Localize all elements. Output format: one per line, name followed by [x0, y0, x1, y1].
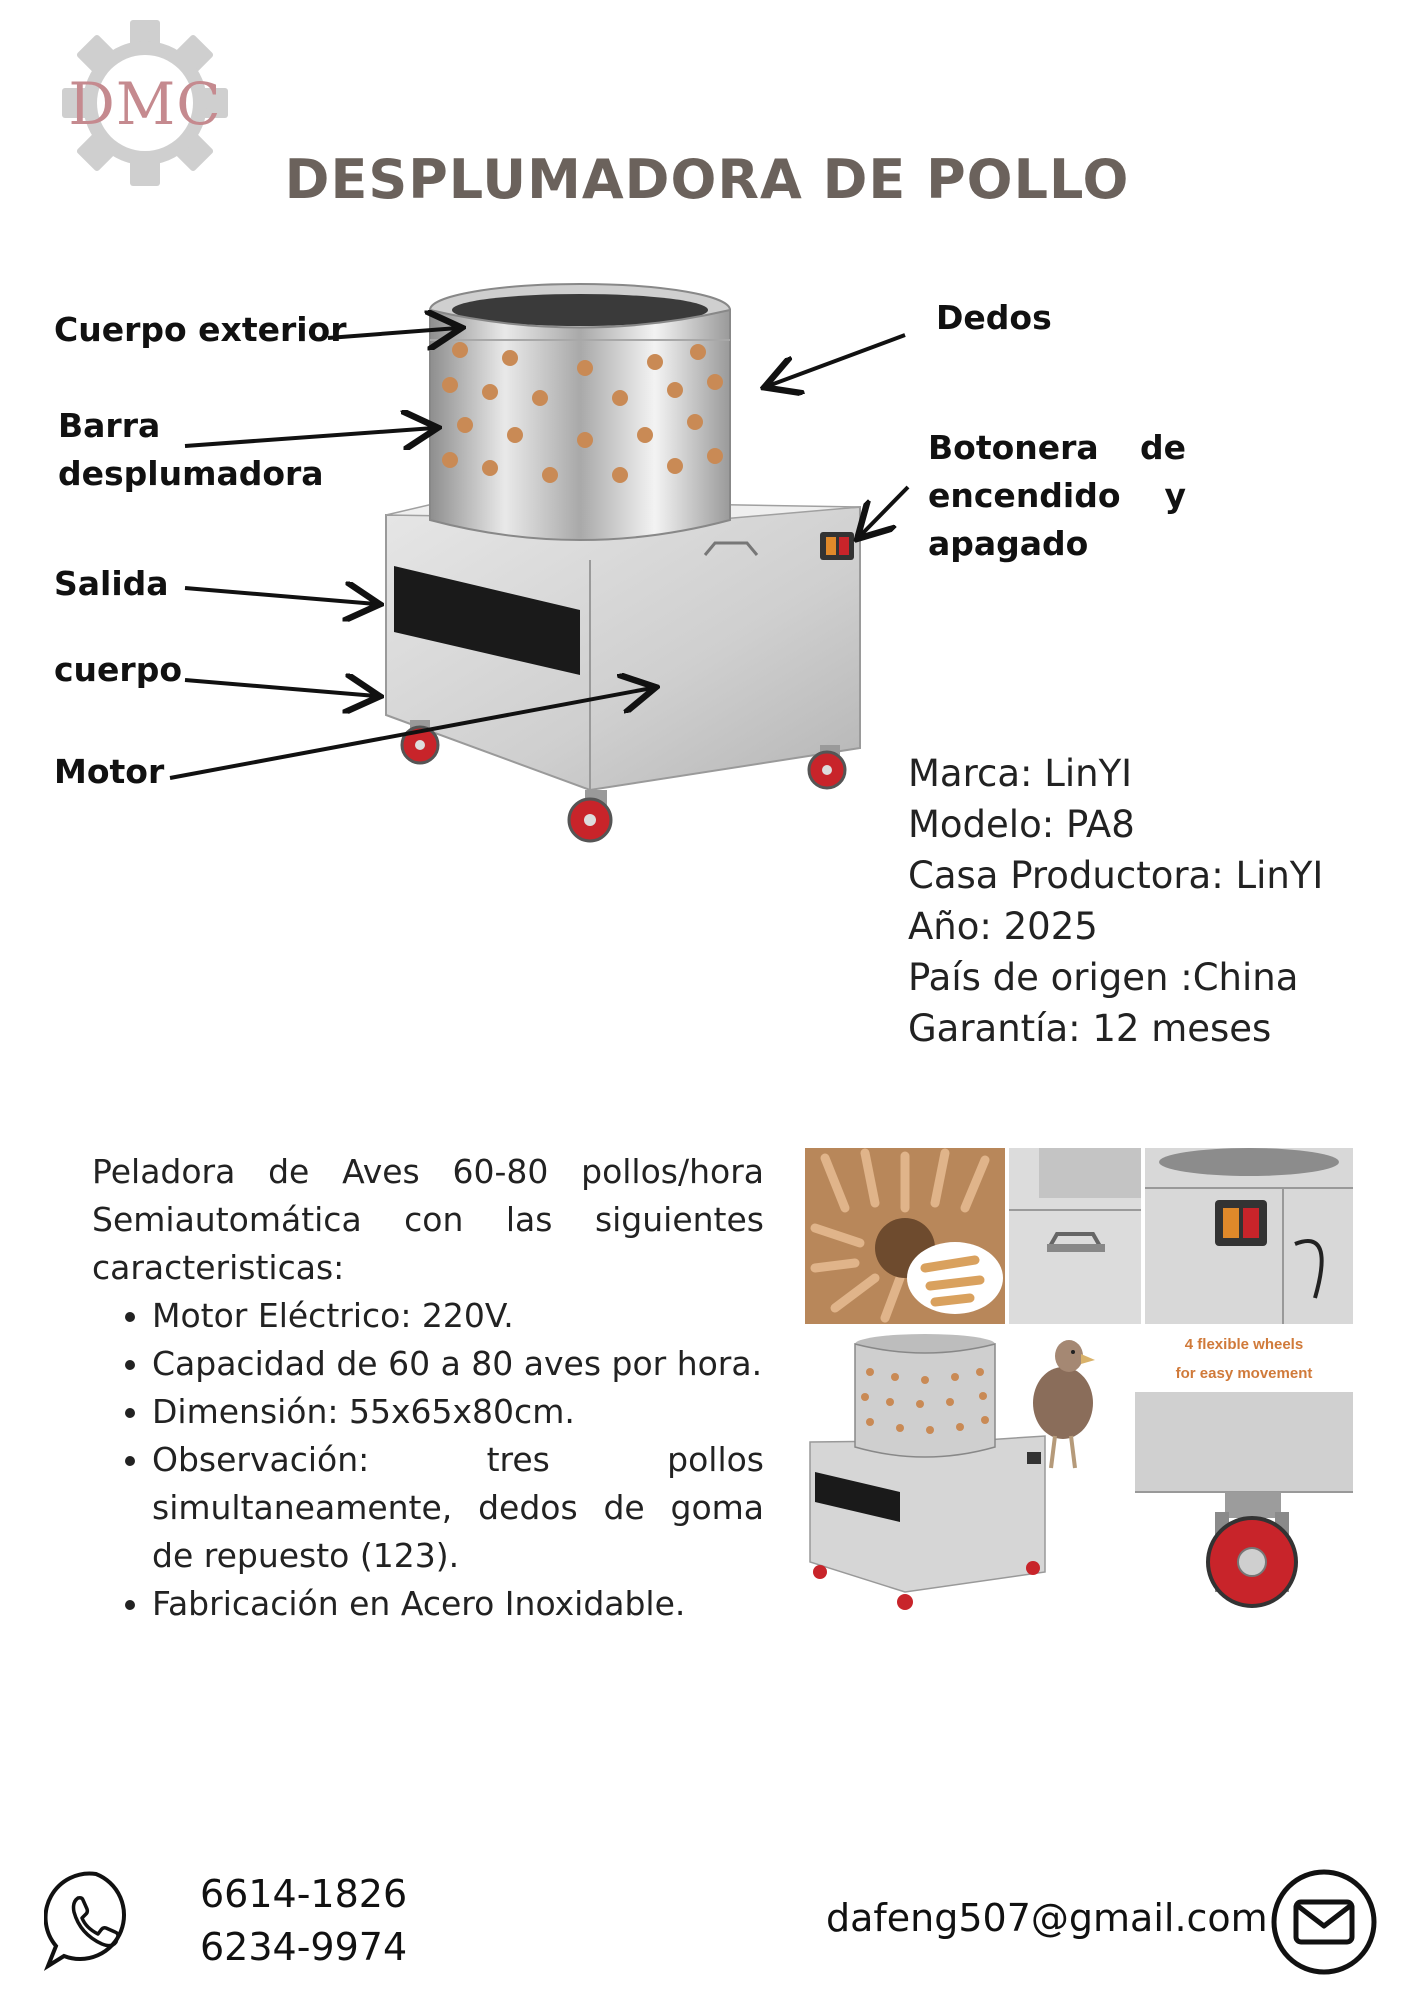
- collage-caption-line1: 4 flexible wheels: [1184, 1336, 1304, 1353]
- gear-logo-icon: [62, 20, 228, 186]
- label-barra-desplumadora: Barra desplumadora: [58, 402, 324, 498]
- callout-arrows: [169, 0, 910, 780]
- phone-number-2[interactable]: 6234-9974: [200, 1925, 408, 1969]
- label-botonera-word2: de: [1139, 428, 1186, 467]
- label-salida: Salida: [54, 564, 169, 603]
- label-cuerpo-exterior: Cuerpo exterior: [54, 310, 347, 349]
- arrow-cuerpo-exterior: [327, 328, 458, 338]
- features-list: Motor Eléctrico: 220V. Capacidad de 60 a…: [92, 1292, 764, 1628]
- collage-fingers-photo: [805, 1148, 1005, 1324]
- collage-wheel-photo: [1135, 1392, 1353, 1608]
- logo: DMC: [60, 18, 230, 188]
- feature-item: Dimensión: 55x65x80cm.: [152, 1388, 764, 1436]
- feature-item: Motor Eléctrico: 220V.: [152, 1292, 764, 1340]
- arrow-cuerpo: [184, 680, 376, 696]
- photo-collage: 4 flexible wheels for easy movement: [805, 1148, 1353, 1620]
- label-cuerpo: cuerpo: [54, 650, 183, 689]
- machine-illustration: [385, 283, 861, 843]
- collage-switch-photo: [1145, 1148, 1353, 1324]
- spec-marca: Marca: LinYI: [908, 752, 1133, 795]
- email-address[interactable]: dafeng507@gmail.com: [826, 1896, 1268, 1940]
- description: Peladora de Aves 60-80 pollos/hora Semia…: [92, 1148, 764, 1628]
- label-botonera-word5: apagado: [928, 524, 1089, 563]
- spec-casa-productora: Casa Productora: LinYI: [908, 854, 1324, 897]
- arrow-botonera: [860, 485, 910, 536]
- spec-ano: Año: 2025: [908, 905, 1098, 948]
- spec-pais-origen: País de origen :China: [908, 956, 1299, 999]
- collage-caption-line2: for easy movement: [1175, 1365, 1313, 1382]
- label-botonera: Botonera de encendido y apagado: [928, 424, 1186, 568]
- label-dedos: Dedos: [936, 298, 1052, 337]
- label-motor: Motor: [54, 752, 165, 791]
- collage-machine-photo: [805, 1332, 1050, 1620]
- spec-garantia: Garantía: 12 meses: [908, 1007, 1272, 1050]
- label-barra-line2: desplumadora: [58, 454, 324, 493]
- arrow-dedos: [768, 333, 906, 386]
- phone-numbers: 6614-1826 6234-9974: [200, 1868, 407, 1974]
- spec-modelo: Modelo: PA8: [908, 803, 1135, 846]
- description-intro: Peladora de Aves 60-80 pollos/hora Semia…: [92, 1152, 764, 1287]
- feature-item: Capacidad de 60 a 80 aves por hora.: [152, 1340, 764, 1388]
- arrow-barra: [184, 428, 434, 446]
- logo-text: DMC: [68, 70, 222, 138]
- page-title: DESPLUMADORA DE POLLO: [284, 148, 1130, 211]
- label-botonera-word3: encendido: [928, 476, 1121, 515]
- label-botonera-word4: y: [1164, 476, 1186, 515]
- phone-number-1[interactable]: 6614-1826: [200, 1872, 408, 1916]
- collage-handle-photo: [1009, 1148, 1141, 1324]
- whatsapp-phone-icon: [44, 1871, 127, 1971]
- envelope-icon: [1271, 1869, 1377, 1975]
- arrow-motor: [169, 688, 652, 780]
- collage-wheel-tile: 4 flexible wheels for easy movement: [1135, 1332, 1353, 1620]
- arrow-salida: [184, 588, 376, 604]
- feature-item: Observación: tres pollos simultaneamente…: [152, 1436, 764, 1580]
- collage-chicken-photo: [1033, 1340, 1095, 1469]
- specs-list: Marca: LinYI Modelo: PA8 Casa Productora…: [908, 748, 1323, 1054]
- feature-item: Fabricación en Acero Inoxidable.: [152, 1580, 764, 1628]
- label-botonera-word1: Botonera: [928, 428, 1099, 467]
- label-barra-line1: Barra: [58, 406, 161, 445]
